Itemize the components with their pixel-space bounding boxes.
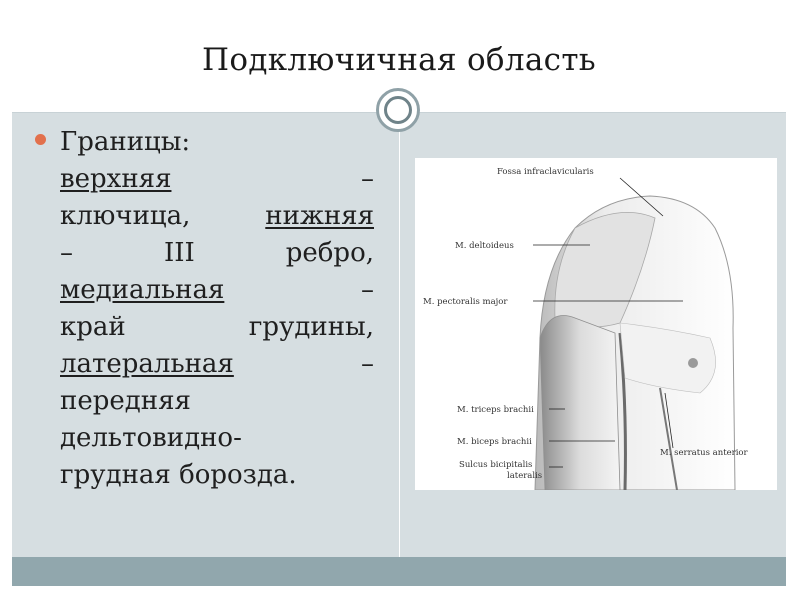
word: передняя — [60, 386, 191, 416]
label-deltoideus: M. deltoideus — [455, 241, 514, 251]
bullet-icon — [35, 134, 46, 145]
text-line: медиальная – — [60, 272, 374, 309]
footer-bar — [12, 557, 786, 586]
text-panel — [12, 113, 399, 557]
term-medial: медиальная — [60, 275, 225, 305]
text-line: верхняя – — [60, 161, 374, 198]
word: грудины, — [248, 312, 374, 342]
word: ребро, — [285, 238, 374, 268]
word: дельтовидно- — [60, 423, 242, 453]
slide-title: Подключичная область — [202, 42, 596, 78]
label-sulcus-2: lateralis — [507, 471, 542, 481]
label-sulcus-1: Sulcus bicipitalis — [459, 460, 532, 470]
text-line: край грудины, — [60, 309, 374, 346]
label-biceps: M. biceps brachii — [457, 437, 532, 447]
word: III — [163, 238, 195, 268]
word: край — [60, 312, 126, 342]
label-triceps: M. triceps brachii — [457, 405, 534, 415]
sulcus-line — [618, 332, 627, 491]
anatomy-figure: Fossa infraclavicularis M. deltoideus M.… — [415, 158, 777, 491]
text-line: – III ребро, — [60, 235, 374, 272]
label-serratus: M. serratus anterior — [660, 448, 749, 458]
label-pectoralis: M. pectoralis major — [423, 297, 508, 307]
pectoral-shape — [619, 322, 716, 394]
arm-shape — [539, 315, 621, 491]
panel-separator — [399, 130, 400, 557]
anatomy-illustration: Fossa infraclavicularis M. deltoideus M.… — [423, 167, 749, 491]
bullet-text: Границы: верхняя – ключица, нижняя – III… — [60, 124, 374, 494]
dash: – — [361, 349, 374, 379]
word: грудная борозда. — [60, 460, 297, 490]
term-upper: верхняя — [60, 164, 172, 194]
term-lower: нижняя — [265, 201, 374, 231]
dash: – — [361, 275, 374, 305]
bullet-heading-line: Границы: — [60, 124, 374, 161]
text-line: ключица, нижняя — [60, 198, 374, 235]
term-lateral: латеральная — [60, 349, 234, 379]
dash: – — [361, 164, 374, 194]
word: ключица, — [60, 201, 191, 231]
divider-circle-icon — [376, 88, 420, 132]
bullet-heading: Границы: — [60, 127, 191, 157]
nipple-icon — [688, 358, 698, 368]
dash: – — [60, 238, 73, 268]
text-line: грудная борозда. — [60, 457, 374, 494]
text-line: передняя — [60, 383, 374, 420]
serratus-shape — [659, 387, 678, 491]
label-fossa: Fossa infraclavicularis — [497, 167, 594, 177]
text-line: дельтовидно- — [60, 420, 374, 457]
text-line: латеральная – — [60, 346, 374, 383]
